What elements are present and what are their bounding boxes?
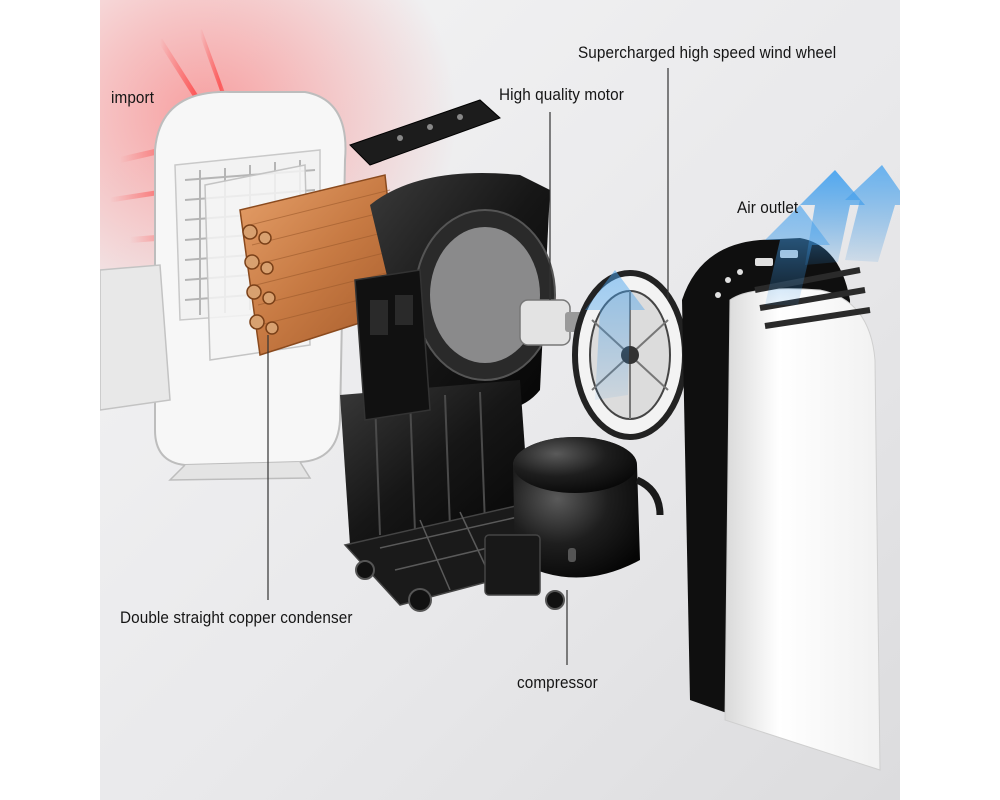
label-wind-wheel: Supercharged high speed wind wheel [578, 43, 837, 62]
cool-air-outlet-arrows-icon [585, 165, 900, 400]
top-control-panel [349, 99, 501, 166]
leader-lines [267, 68, 669, 665]
lower-chassis [340, 269, 530, 545]
label-condenser: Double straight copper condenser [120, 608, 353, 627]
label-air-outlet: Air outlet [737, 198, 799, 217]
front-housing [682, 238, 881, 771]
label-motor: High quality motor [499, 85, 624, 104]
diagram-canvas [100, 0, 900, 800]
label-compressor: compressor [517, 673, 598, 692]
compressor [484, 437, 664, 596]
label-import: import [111, 88, 155, 107]
exploded-view-diagram [100, 0, 900, 800]
